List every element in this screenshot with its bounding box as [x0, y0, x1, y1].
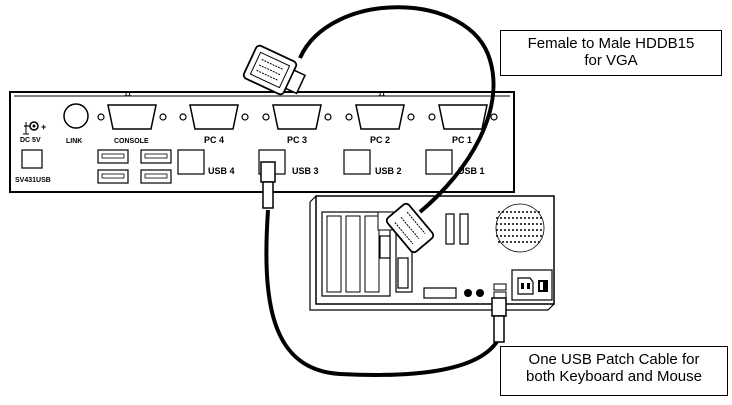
usb-port-4 [177, 149, 205, 175]
vga-callout-line-1: Female to Male HDDB15 [527, 35, 695, 52]
usb-connector-kvm [260, 161, 276, 209]
computer-serial-port [423, 287, 457, 299]
expansion-slot [364, 215, 380, 293]
usb-port-1 [425, 149, 453, 175]
dc-power-jack: + [23, 121, 46, 135]
usb-port-label-4: USB 4 [208, 166, 235, 176]
usb-cable-callout: One USB Patch Cable for both Keyboard an… [500, 346, 728, 396]
usb-port-2 [343, 149, 371, 175]
expansion-slot [326, 215, 342, 293]
vga-cable-callout: Female to Male HDDB15 for VGA [500, 30, 722, 76]
vga-cable [242, 5, 496, 254]
vga-port-label-pc1: PC 1 [452, 135, 472, 145]
top-mark-right: 11 [378, 91, 386, 98]
power-plus-symbol: + [41, 122, 46, 132]
console-usb-jacks [97, 149, 172, 184]
usb-cable [260, 161, 507, 377]
vga-cable-line [298, 5, 496, 214]
computer-vga-port [379, 235, 391, 259]
vga-port-label-pc2: PC 2 [370, 135, 390, 145]
fan-grille [495, 203, 545, 253]
vga-port-label-pc3: PC 3 [287, 135, 307, 145]
link-button[interactable] [63, 103, 89, 129]
vga-connector-female [242, 44, 307, 96]
computer-parallel-port [397, 257, 409, 289]
ps2-port [464, 289, 472, 297]
usb-cable-line [264, 209, 500, 377]
computer-usb-port [493, 283, 507, 291]
console-vga-port [97, 104, 167, 130]
usb-port-label-3: USB 3 [292, 166, 319, 176]
link-label: LINK [66, 138, 82, 145]
power-switch[interactable] [21, 149, 43, 169]
console-label: CONSOLE [114, 138, 149, 145]
drive-slot [459, 213, 469, 245]
vga-port-pc3 [262, 104, 332, 130]
usb-callout-line-1: One USB Patch Cable for [528, 351, 700, 368]
vga-port-label-pc4: PC 4 [204, 135, 224, 145]
usb-connector-computer [491, 297, 507, 343]
drive-slot [445, 213, 455, 245]
vga-port-pc4 [179, 104, 249, 130]
top-mark-left: 11 [124, 91, 132, 98]
expansion-slot [345, 215, 361, 293]
vga-callout-line-2: for VGA [584, 52, 638, 69]
usb-callout-line-2: both Keyboard and Mouse [526, 368, 702, 385]
vga-port-pc2 [345, 104, 415, 130]
power-inlet [511, 269, 553, 301]
computer-usb-port [493, 291, 507, 299]
power-label: DC 5V [20, 137, 41, 144]
vga-connector-male [385, 202, 435, 254]
kvm-switch-back-panel: 11 11 + DC 5V SV431USB LINK CONSOLE [9, 91, 515, 193]
ps2-port [476, 289, 484, 297]
model-label: SV431USB [15, 177, 51, 184]
usb-port-label-1: USB 1 [458, 166, 485, 176]
computer-back-panel [309, 195, 555, 311]
usb-port-label-2: USB 2 [375, 166, 402, 176]
